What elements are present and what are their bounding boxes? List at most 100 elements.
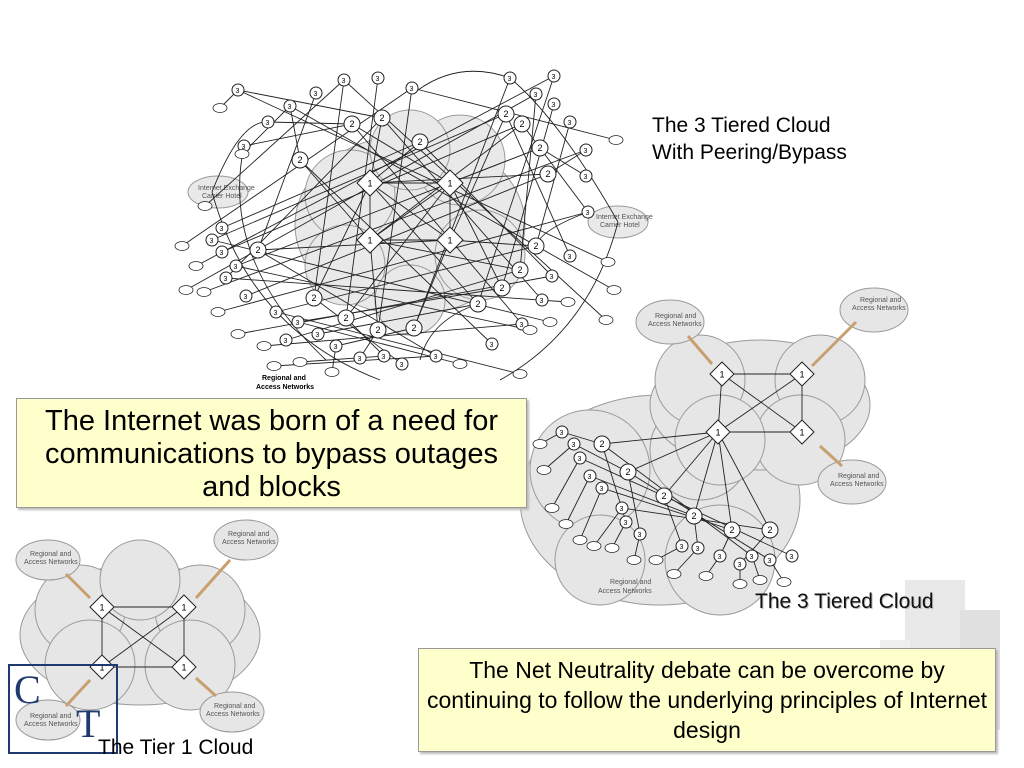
mid-leaf-node-3 bbox=[558, 519, 574, 529]
svg-text:3: 3 bbox=[738, 562, 742, 569]
mid-leaf-node-0 bbox=[532, 439, 548, 449]
top-tier3-node-2: 3 bbox=[283, 99, 297, 113]
top-tier2-node-2: 2 bbox=[291, 151, 309, 169]
top-tier2-node-15: 2 bbox=[497, 105, 515, 123]
svg-text:2: 2 bbox=[520, 119, 525, 129]
svg-text:3: 3 bbox=[236, 88, 240, 95]
svg-text:2: 2 bbox=[662, 491, 667, 501]
mid-leaf-node-8 bbox=[648, 555, 664, 565]
svg-text:2: 2 bbox=[418, 137, 423, 147]
svg-text:3: 3 bbox=[266, 120, 270, 127]
svg-text:3: 3 bbox=[220, 250, 224, 257]
svg-text:2: 2 bbox=[312, 293, 317, 303]
svg-text:2: 2 bbox=[768, 525, 773, 535]
label-three-tier-bypass-line2: With Peering/Bypass bbox=[652, 141, 847, 164]
svg-text:3: 3 bbox=[560, 430, 564, 437]
svg-text:2: 2 bbox=[344, 313, 349, 323]
svg-text:3: 3 bbox=[342, 78, 346, 85]
top-leaf-node-17 bbox=[560, 297, 576, 307]
mid-peering-arrow-2 bbox=[818, 444, 844, 468]
top-leaf-node-4 bbox=[188, 261, 204, 271]
svg-text:3: 3 bbox=[568, 120, 572, 127]
mid-tier3-node-1: 3 bbox=[567, 437, 581, 451]
svg-text:2: 2 bbox=[546, 169, 551, 179]
mid-tier3-node-3: 3 bbox=[583, 469, 597, 483]
top-tier3-node-27: 3 bbox=[279, 333, 293, 347]
top-tier3-node-33: 3 bbox=[215, 221, 229, 235]
svg-text:3: 3 bbox=[638, 532, 642, 539]
t1-cloud-b-line1: Regional and bbox=[228, 531, 269, 538]
svg-text:3: 3 bbox=[586, 210, 590, 217]
t1-peering-arrow-0 bbox=[64, 572, 92, 600]
top-leaf-node-8 bbox=[230, 329, 246, 339]
top-tier3-node-14: 3 bbox=[581, 205, 595, 219]
svg-text:2: 2 bbox=[256, 245, 261, 255]
top-leaf-node-16 bbox=[542, 317, 558, 327]
mid-cloud-a-line1: Regional and bbox=[655, 313, 696, 320]
svg-text:2: 2 bbox=[534, 241, 539, 251]
svg-text:2: 2 bbox=[350, 119, 355, 129]
top-tier3-node-7: 3 bbox=[503, 71, 517, 85]
svg-text:3: 3 bbox=[624, 520, 628, 527]
t1-cloud-b-line2: Access Networks bbox=[222, 539, 276, 546]
svg-text:3: 3 bbox=[696, 546, 700, 553]
svg-text:3: 3 bbox=[620, 506, 624, 513]
mid-cloud-c-line1: Regional and bbox=[838, 473, 879, 480]
svg-text:2: 2 bbox=[500, 283, 505, 293]
svg-text:1: 1 bbox=[368, 179, 373, 189]
top-leaf-node-14 bbox=[512, 369, 528, 379]
callout-net-neutrality: The Net Neutrality debate can be overcom… bbox=[418, 648, 996, 752]
top-tier3-node-6: 3 bbox=[405, 81, 419, 95]
mid-tier2-node-2: 2 bbox=[655, 487, 673, 505]
top-tier2-node-4: 2 bbox=[305, 289, 323, 307]
svg-text:3: 3 bbox=[718, 554, 722, 561]
t1-core-node-2: 1 bbox=[89, 654, 115, 680]
top-leaf-node-5 bbox=[178, 285, 194, 295]
top-core-node-3: 1 bbox=[436, 226, 464, 254]
top-tier3-node-29: 3 bbox=[239, 289, 253, 303]
svg-text:3: 3 bbox=[274, 310, 278, 317]
t1-cloud-d-line1: Regional and bbox=[214, 703, 255, 710]
svg-text:3: 3 bbox=[316, 332, 320, 339]
mid-tier3-node-5: 3 bbox=[615, 501, 629, 515]
top-tier3-node-13: 3 bbox=[579, 169, 593, 183]
t1-cloud-a-line1: Regional and bbox=[30, 551, 71, 558]
svg-text:3: 3 bbox=[520, 322, 524, 329]
svg-text:3: 3 bbox=[490, 342, 494, 349]
mid-leaf-node-6 bbox=[604, 543, 620, 553]
top-leaf-node-2 bbox=[197, 201, 213, 211]
top-tier2-node-1: 2 bbox=[343, 115, 361, 133]
top-core-node-2: 1 bbox=[356, 226, 384, 254]
mid-peering-arrow-1 bbox=[810, 320, 858, 368]
top-tier2-node-5: 2 bbox=[337, 309, 355, 327]
mid-tier2-node-0: 2 bbox=[593, 435, 611, 453]
svg-text:3: 3 bbox=[584, 174, 588, 181]
logo-letter-bottom: T bbox=[76, 701, 101, 746]
svg-text:3: 3 bbox=[220, 226, 224, 233]
svg-text:1: 1 bbox=[448, 236, 453, 246]
svg-text:1: 1 bbox=[720, 370, 725, 380]
top-leaf-node-13 bbox=[452, 359, 468, 369]
top-leaf-node-21 bbox=[608, 135, 624, 145]
mid-cloud-b-line2: Access Networks bbox=[852, 305, 906, 312]
top-tier2-node-10: 2 bbox=[511, 261, 529, 279]
t1-peering-arrow-2 bbox=[64, 678, 92, 708]
top-regional-label: Regional and bbox=[262, 375, 306, 382]
svg-text:2: 2 bbox=[538, 143, 543, 153]
top-tier2-node-9: 2 bbox=[493, 279, 511, 297]
mid-tier2-node-3: 2 bbox=[685, 507, 703, 525]
svg-text:3: 3 bbox=[600, 486, 604, 493]
top-tier3-node-4: 3 bbox=[337, 73, 351, 87]
top-tier3-node-11: 3 bbox=[563, 115, 577, 129]
top-tier3-node-28: 3 bbox=[269, 305, 283, 319]
mid-tier3-node-9: 3 bbox=[691, 541, 705, 555]
mid-tier2-node-4: 2 bbox=[723, 521, 741, 539]
svg-text:3: 3 bbox=[284, 338, 288, 345]
mid-tier3-node-0: 3 bbox=[555, 425, 569, 439]
t1-cloud-a-line2: Access Networks bbox=[24, 559, 78, 566]
mid-leaf-node-13 bbox=[776, 577, 792, 587]
svg-text:1: 1 bbox=[100, 603, 105, 613]
mid-leaf-node-5 bbox=[586, 541, 602, 551]
svg-text:2: 2 bbox=[504, 109, 509, 119]
